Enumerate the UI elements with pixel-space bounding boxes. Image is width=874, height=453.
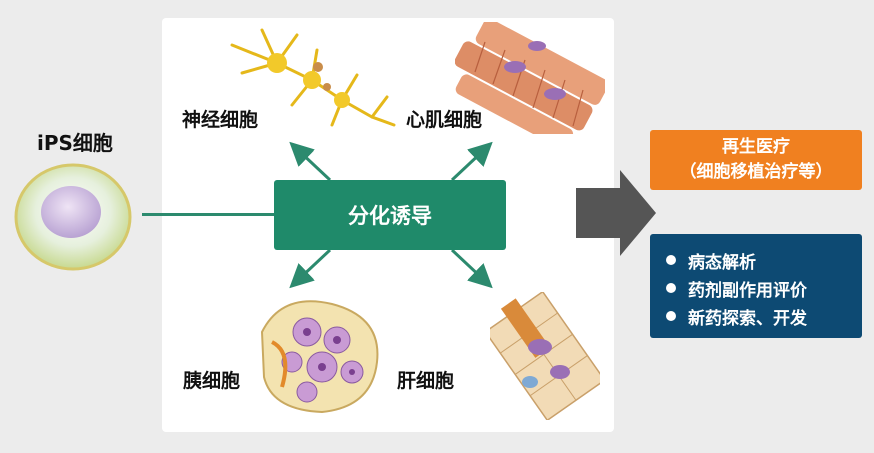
- liver-cell-image: [490, 292, 600, 420]
- list-item: 药剂副作用评价: [666, 274, 862, 302]
- bullet-icon: [666, 255, 676, 265]
- connector-line: [142, 213, 278, 216]
- pancreas-cell-label: 胰细胞: [183, 370, 241, 392]
- heart-cell-image: [455, 22, 605, 134]
- application-label: 病态解析: [688, 252, 756, 273]
- arrow-to-nerve: [289, 141, 332, 182]
- pancreas-cell-image: [260, 300, 379, 414]
- bullet-icon: [666, 283, 676, 293]
- arrow-to-liver: [450, 248, 493, 289]
- heart-cell-label: 心肌细胞: [406, 109, 483, 131]
- nerve-cell-image: [230, 28, 396, 127]
- liver-cell-label: 肝细胞: [397, 370, 455, 392]
- list-item: 病态解析: [666, 246, 862, 274]
- differentiation-box: 分化诱导: [274, 180, 506, 250]
- regen-subtitle: （细胞移植治疗等）: [679, 162, 833, 182]
- arrow-to-heart: [450, 141, 493, 182]
- arrow-to-pancreas: [289, 248, 332, 289]
- application-label: 药剂副作用评价: [688, 280, 807, 301]
- ips-cell-image: [14, 163, 132, 271]
- big-right-arrow-icon: [576, 170, 656, 256]
- application-label: 新药探索、开发: [688, 308, 807, 329]
- bullet-icon: [666, 311, 676, 321]
- regen-title: 再生医疗: [722, 137, 790, 157]
- applications-box: 病态解析 药剂副作用评价 新药探索、开发: [650, 234, 862, 338]
- regenerative-medicine-box: 再生医疗 （细胞移植治疗等）: [650, 130, 862, 190]
- list-item: 新药探索、开发: [666, 302, 862, 330]
- nerve-cell-label: 神经细胞: [182, 109, 259, 131]
- ips-cell-label: iPS细胞: [37, 131, 113, 155]
